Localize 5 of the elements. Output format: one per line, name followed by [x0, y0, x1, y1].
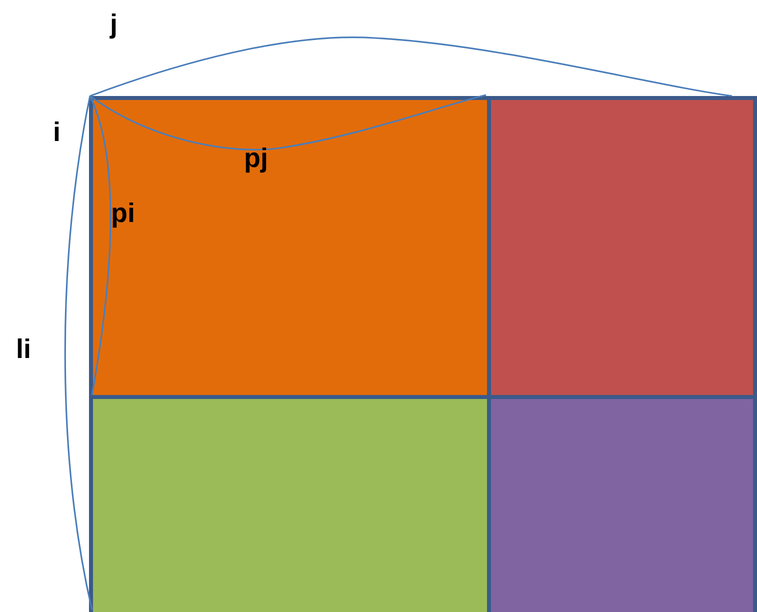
- dimension-label: i: [53, 119, 61, 146]
- dimension-label: j: [110, 11, 118, 38]
- dimension-label: pi: [111, 200, 135, 227]
- dimension-label: li: [16, 336, 32, 363]
- dimension-label: pj: [244, 145, 268, 172]
